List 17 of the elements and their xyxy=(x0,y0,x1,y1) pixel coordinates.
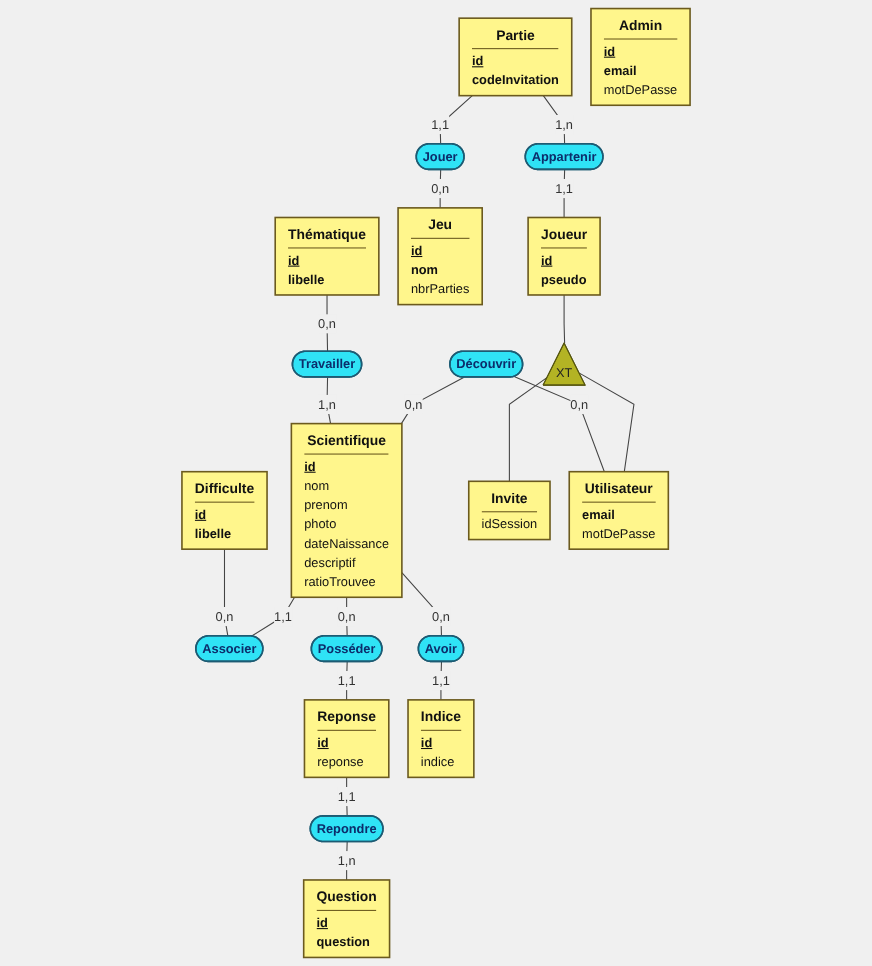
connector xyxy=(401,572,442,637)
connector xyxy=(508,376,549,482)
connector xyxy=(563,294,566,345)
connector xyxy=(439,95,473,145)
connector xyxy=(542,95,566,145)
connector xyxy=(326,376,332,425)
connector xyxy=(440,661,442,701)
connector xyxy=(326,294,329,353)
connector xyxy=(563,169,566,219)
connector xyxy=(250,596,296,637)
connector xyxy=(346,661,348,701)
connector xyxy=(439,169,442,209)
connector xyxy=(514,376,605,473)
connector xyxy=(578,372,635,473)
connector xyxy=(223,548,229,637)
connector xyxy=(400,376,465,425)
connector xyxy=(346,841,348,881)
